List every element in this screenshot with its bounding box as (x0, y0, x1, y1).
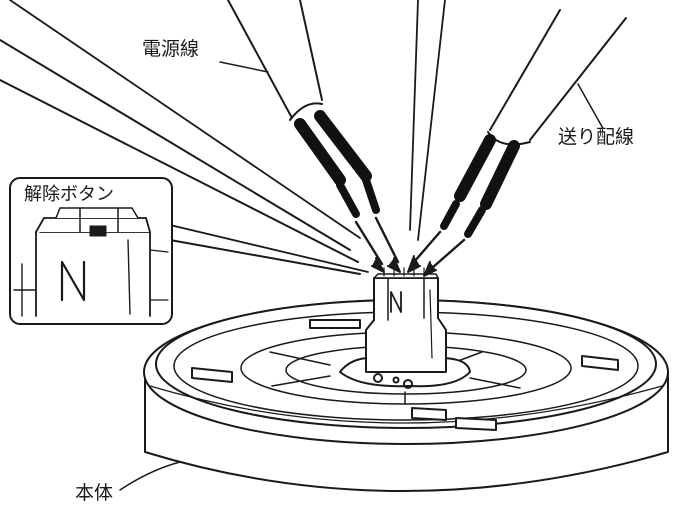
power-wire (219, 0, 401, 273)
relay-wire-label: 送り配線 (558, 126, 635, 148)
relay-wire (407, 9, 627, 277)
terminal-block (365, 267, 447, 373)
body-label: 本体 (75, 482, 114, 504)
release-button-callout (9, 177, 361, 325)
terminal-letter-mark (390, 291, 402, 313)
power-wire-label: 電源線 (142, 38, 200, 60)
body-leader-line (119, 461, 181, 491)
left-fan-lines (0, 0, 446, 273)
release-button-label: 解除ボタン (24, 184, 114, 205)
